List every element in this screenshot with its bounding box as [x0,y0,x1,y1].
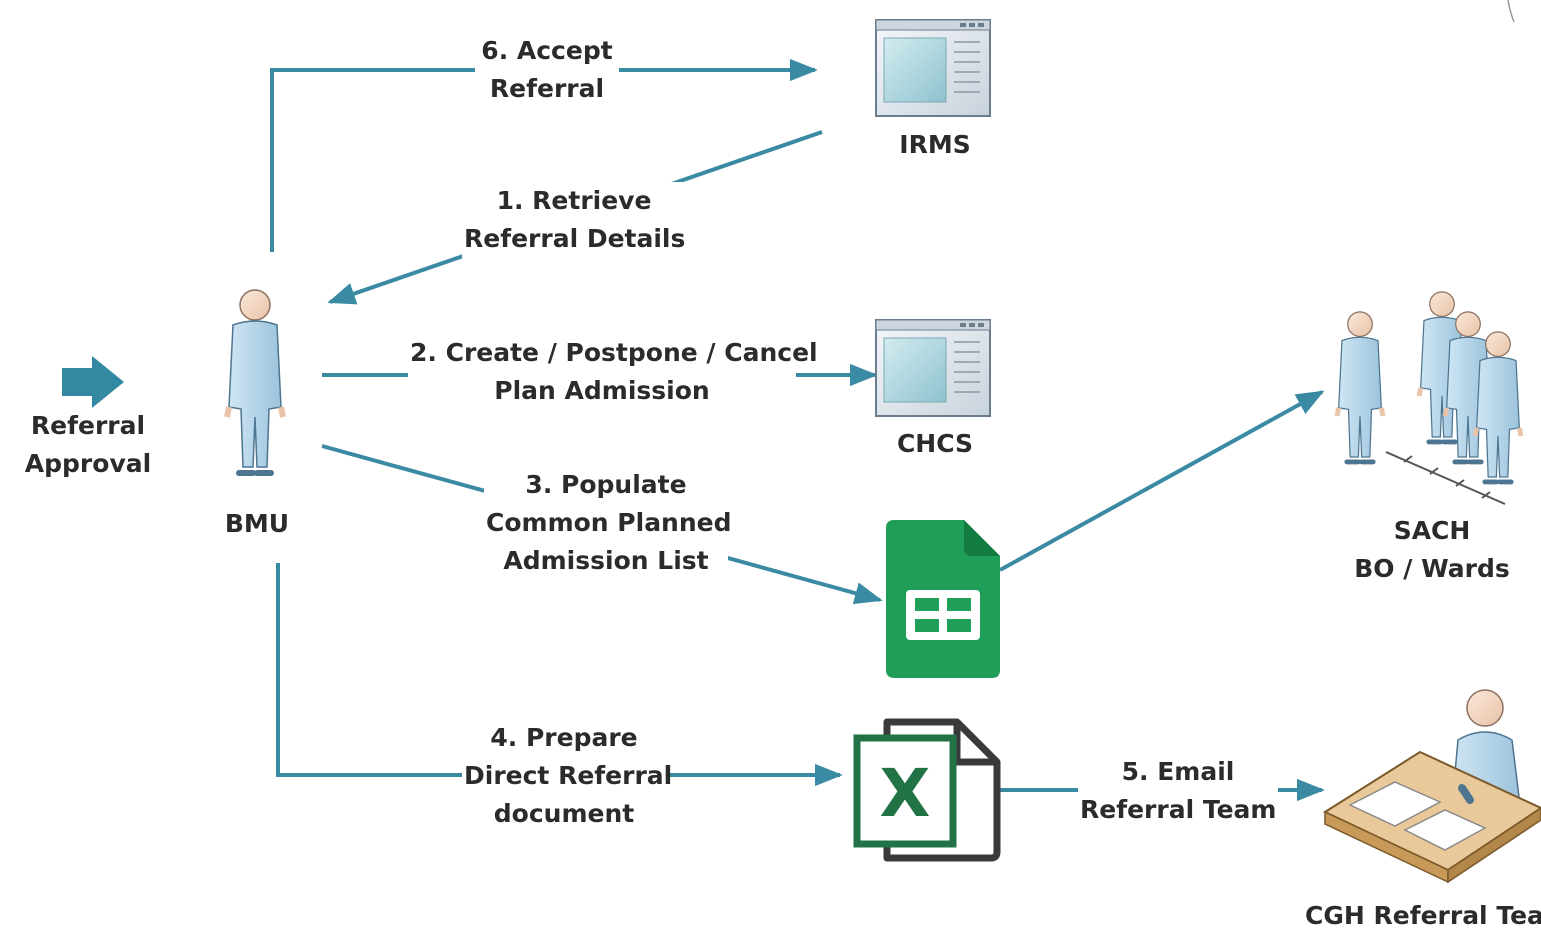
step2-label: 2. Create / Postpone / Cancel Plan Admis… [408,334,818,410]
bmu-label: BMU [224,509,290,538]
svg-text:X: X [880,755,931,832]
start-arrow-icon [62,356,124,408]
sach-label-line2: BO / Wards [1354,554,1510,583]
google-sheets-icon [886,520,1000,678]
irms-label: IRMS [899,130,971,159]
step3-line3: Admission List [503,546,709,575]
step5-line1: 5. Email [1121,757,1235,786]
step3-line2: Common Planned [486,508,732,537]
step4-label: 4. Prepare Direct Referral document [462,719,673,833]
step6-line1: 6. Accept [481,36,613,65]
sach-group-icon [1337,292,1521,505]
step4-line2: Direct Referral [464,761,673,790]
cgh-desk-icon [1322,689,1541,884]
step2-line1: 2. Create / Postpone / Cancel [410,338,818,367]
bmu-person-icon [227,290,283,473]
excel-file-icon: X [853,718,1001,862]
page-corner-line [1507,0,1515,23]
step5-label: 5. Email Referral Team [1078,753,1278,829]
start-label: Referral Approval [20,407,156,483]
step5-line2: Referral Team [1080,795,1277,824]
step4-line3: document [493,799,635,828]
cgh-label: CGH Referral Team [1305,901,1541,930]
step4-line1: 4. Prepare [490,723,638,752]
step1-line1: 1. Retrieve [496,186,652,215]
step1-label: 1. Retrieve Referral Details [462,182,686,258]
step6-label: 6. Accept Referral [475,32,619,108]
step2-line2: Plan Admission [494,376,710,405]
arrow-accept-referral [270,58,818,252]
start-label-line1: Referral [30,411,146,440]
sach-label-line1: SACH [1393,516,1471,545]
irms-window-icon [875,19,991,117]
connectors [270,58,1325,802]
chcs-label: CHCS [896,429,974,458]
sach-label: SACH BO / Wards [1345,512,1519,588]
step6-line2: Referral [489,74,605,103]
start-label-line2: Approval [24,449,152,478]
step3-label: 3. Populate Common Planned Admission Lis… [484,466,732,580]
step3-line1: 3. Populate [525,470,687,499]
chcs-window-icon [875,319,991,417]
step1-line2: Referral Details [464,224,686,253]
arrow-sheet-to-sach [999,390,1325,572]
